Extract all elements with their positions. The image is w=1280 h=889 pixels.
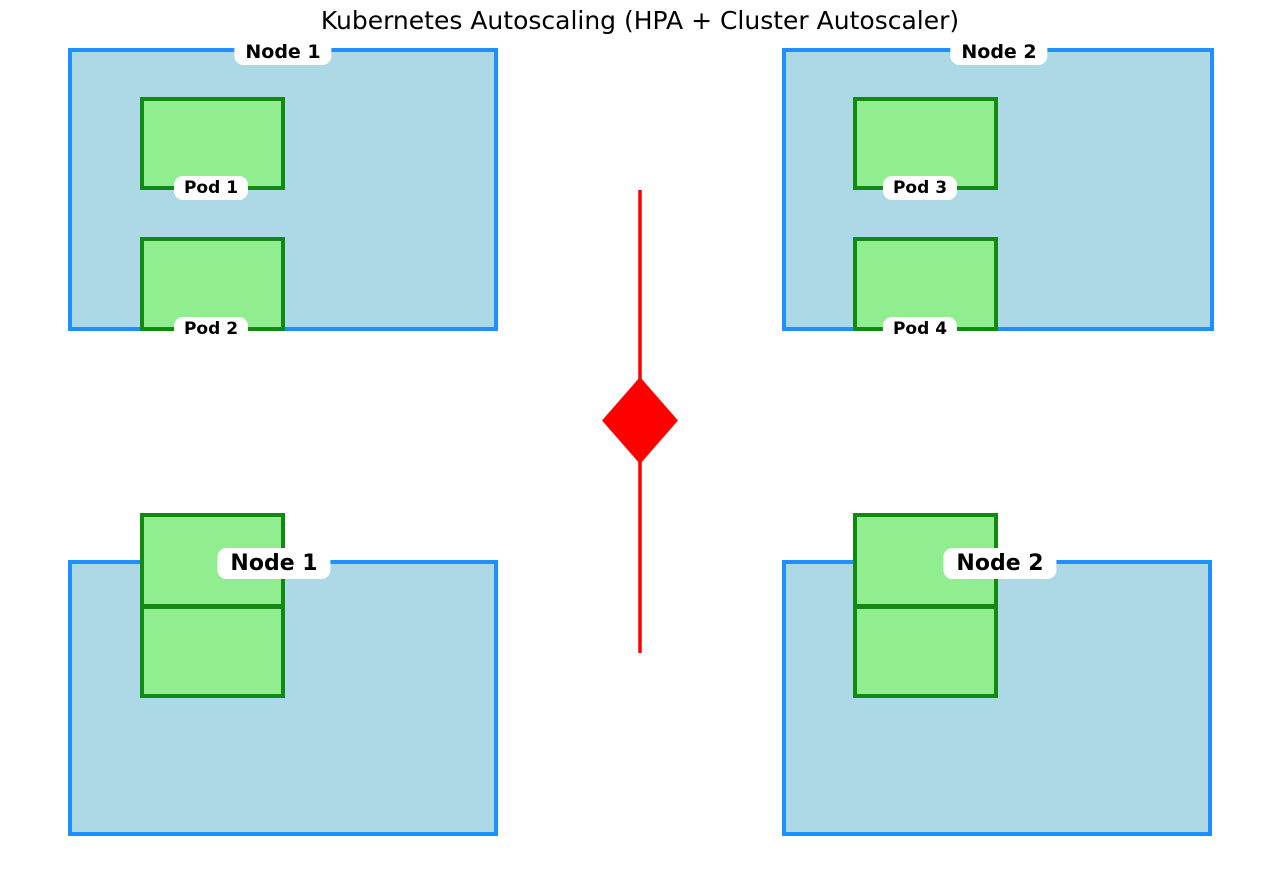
- pod-label-1: Pod 1: [173, 176, 249, 200]
- diagram-title: Kubernetes Autoscaling (HPA + Cluster Au…: [320, 6, 960, 35]
- scale-event-diamond-icon: [602, 377, 678, 464]
- pod-label-2: Pod 2: [173, 317, 249, 341]
- pod-box-3: [853, 97, 998, 190]
- pod-label-3: Pod 3: [882, 176, 958, 200]
- node-box-before-2: [782, 48, 1214, 331]
- node-label-before-2: Node 2: [950, 39, 1048, 65]
- node-label-after-2: Node 2: [943, 548, 1057, 579]
- pod-stack-after-1: [140, 513, 285, 698]
- node-label-before-1: Node 1: [234, 39, 332, 65]
- pod-stack-after-2: [853, 513, 998, 698]
- pod-stack-divider: [143, 604, 282, 609]
- pod-box-1: [140, 97, 285, 190]
- node-label-after-1: Node 1: [217, 548, 331, 579]
- pod-stack-divider: [856, 604, 995, 609]
- pod-label-4: Pod 4: [882, 317, 958, 341]
- scale-event-marker: [602, 190, 678, 653]
